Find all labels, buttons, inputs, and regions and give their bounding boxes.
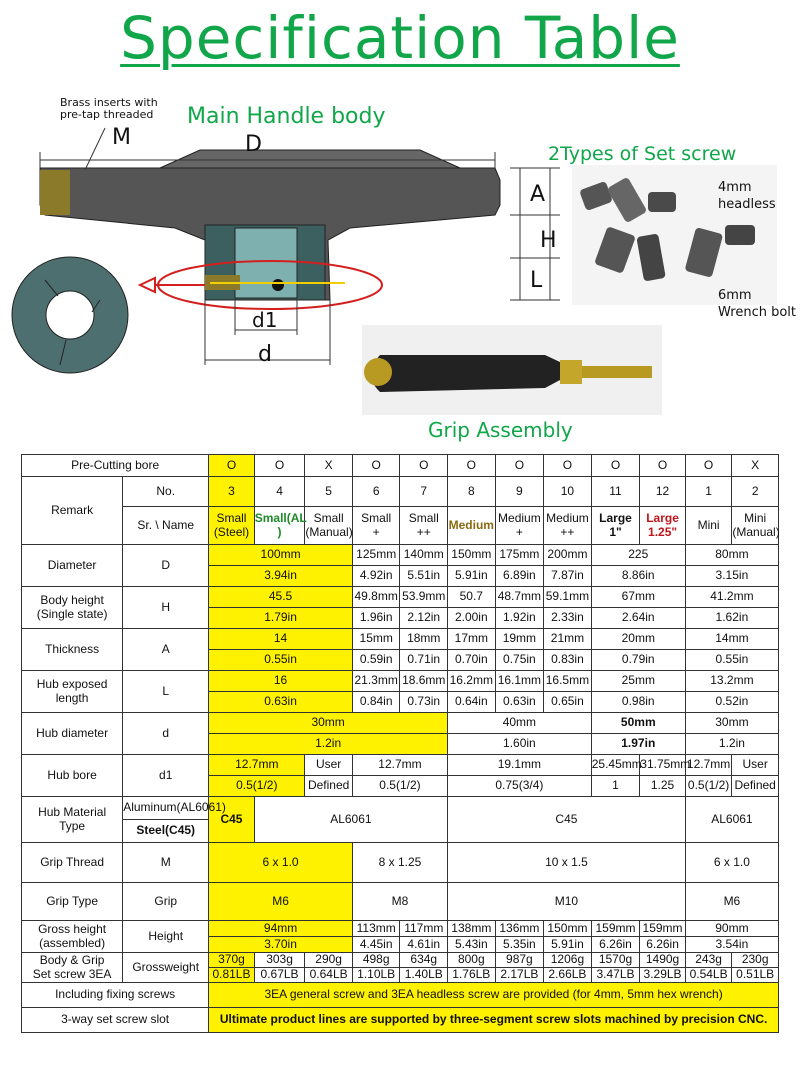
grip-photo (362, 325, 662, 415)
row-precut: Pre-Cutting bore O O X O O O O O O O O X (20, 454, 779, 477)
dim-D: D (245, 132, 262, 157)
dim-d1: d1 (252, 308, 278, 332)
red-arrow-icon (137, 276, 156, 294)
page-title: Specification Table (120, 4, 680, 72)
spec-diagram (11, 127, 777, 415)
remark-label: Remark (20, 476, 124, 545)
headless-label: 4mm headless (718, 180, 776, 212)
dim-A: A (530, 182, 546, 207)
row-names: Sr. \ Name Small (Steel) Small(AL ) Smal… (22, 506, 780, 545)
row-hub-diameter-mm: Hub diameter d 30mm 40mm 50mm 30mm (20, 712, 780, 755)
row-diameter-mm: Diameter D 100mm 125mm 140mm 150mm 175mm… (20, 544, 780, 587)
row-material-2: Steel(C45) (22, 819, 779, 843)
row-gross-weight-g: Body & Grip Set screw 3EA Grossweight 37… (20, 952, 779, 983)
row-grip-type: Grip Type Grip M6 M8 M10 M6 (20, 882, 780, 921)
dim-d: d (258, 342, 272, 367)
row-fixing: Including fixing screws 3EA general scre… (20, 982, 779, 1008)
row-height-mm: Body height (Single state) H 45.5 49.8mm… (20, 586, 780, 629)
dim-H: H (540, 228, 557, 253)
row-gross-weight-lb: 0.81LB 0.67LB 0.64LB 1.10LB 1.40LB 1.76L… (22, 967, 779, 983)
row-hub-bore-mm: Hub bore d1 12.7mm User 12.7mm 19.1mm 25… (20, 754, 779, 797)
precut-label: Pre-Cutting bore (20, 454, 210, 477)
set-screw-title: 2Types of Set screw (548, 143, 737, 165)
row-thickness-mm: Thickness A 14 15mm 18mm 17mm 19mm 21mm … (20, 628, 780, 671)
dim-L: L (530, 268, 543, 293)
row-gross-height-in: 3.70in 4.45in 4.61in 5.43in 5.35in 5.91i… (22, 936, 780, 953)
grip-assembly-label: Grip Assembly (428, 418, 573, 442)
row-material-1: Hub Material Type Aluminum(AL6061) C45 A… (20, 796, 780, 843)
row-hub-exposed-mm: Hub exposed length L 16 21.3mm 18.6mm 16… (20, 670, 780, 713)
wrench-label: 6mm Wrench bolt (718, 288, 796, 320)
row-gross-height-mm: Gross height (assembled) Height 94mm 113… (20, 920, 780, 953)
row-slot: 3-way set screw slot Ultimate product li… (20, 1007, 779, 1033)
row-hub-bore-in: 0.5(1/2) Defined 0.5(1/2) 0.75(3/4) 1 1.… (22, 775, 779, 797)
row-grip-thread: Grip Thread M 6 x 1.0 8 x 1.25 10 x 1.5 … (20, 842, 780, 883)
row-diameter-in: 3.94in 4.92in 5.51in 5.91in 6.89in 7.87i… (22, 565, 780, 587)
dimension-lines (39, 127, 560, 365)
row-hub-diameter-in: 1.2in 1.60in 1.97in 1.2in (22, 733, 780, 755)
set-screws-photo (572, 165, 777, 305)
row-thickness-in: 0.55in 0.59in 0.71in 0.70in 0.75in 0.83i… (22, 649, 780, 671)
ring-view (11, 256, 129, 374)
main-body-label: Main Handle body (187, 104, 386, 129)
spec-table: Pre-Cutting bore O O X O O O O O O O O X… (20, 454, 780, 1033)
row-number: Remark No. 3 4 5 6 7 8 9 10 11 12 1 2 (20, 476, 779, 545)
dim-M: M (112, 125, 131, 150)
brass-note: Brass inserts with pre-tap threaded (60, 96, 158, 121)
